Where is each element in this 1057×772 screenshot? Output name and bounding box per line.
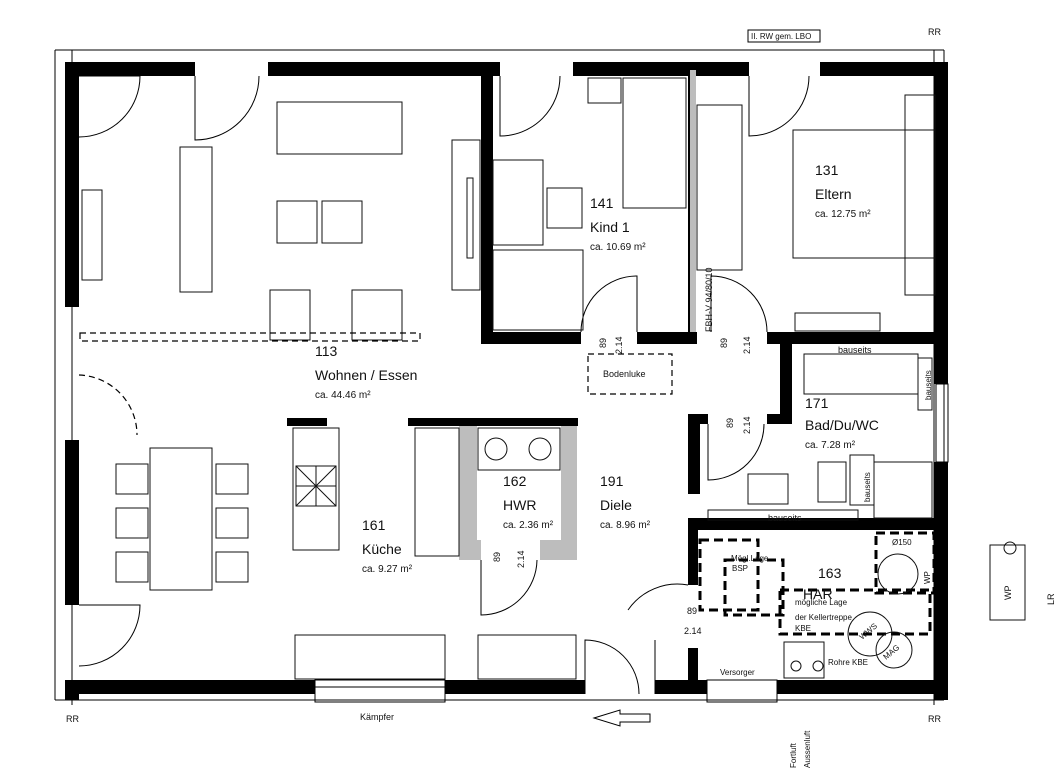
room-name: Eltern [815, 186, 852, 202]
room-161-label: 161 Küche ca. 9.27 m² [362, 517, 413, 575]
room-113-label: 113 Wohnen / Essen ca. 44.46 m² [315, 343, 417, 401]
lr-label: LR [1046, 593, 1056, 605]
door-dim-2: 89 2.14 [719, 336, 752, 354]
room-131-label: 131 Eltern ca. 12.75 m² [815, 162, 871, 220]
room-number: 163 [818, 565, 842, 581]
room-number: 161 [362, 517, 386, 533]
room-area: ca. 9.27 m² [362, 564, 413, 575]
bauseits-label-2: bauseits [768, 513, 802, 523]
furniture-bath [707, 353, 933, 521]
bsp-label: BSP [732, 564, 748, 573]
windows [314, 383, 949, 703]
mag-label: MAG [882, 643, 902, 662]
kaempfer-label: Kämpfer [360, 712, 394, 722]
rr-label-br: RR [928, 714, 941, 724]
technical-room [698, 531, 1026, 679]
door-dim-4: 89 2.14 [492, 550, 526, 568]
door-dim-1: 89 2.14 [598, 336, 624, 354]
rr-label-tr: RR [928, 27, 941, 37]
room-191-label: 191 Diele ca. 8.96 m² [600, 473, 651, 531]
room-name: HAR [803, 586, 833, 602]
bauseits-label-1: bauseits [838, 345, 872, 355]
door-dim-5: 89 2.14 [684, 606, 702, 636]
treppe-label-2: der Kellertreppe [795, 613, 852, 622]
furniture-bedrooms [492, 77, 936, 332]
room-name: Diele [600, 497, 632, 513]
room-number: 131 [815, 162, 839, 178]
room-163-label: 163 HAR [803, 565, 842, 602]
room-name: HWR [503, 497, 536, 513]
wp-label-outside: WP [1003, 586, 1013, 601]
room-number: 162 [503, 473, 527, 489]
room-area: ca. 44.46 m² [315, 390, 371, 401]
room-name: Küche [362, 541, 402, 557]
room-area: ca. 10.69 m² [590, 242, 646, 253]
rohre-label: Rohre KBE [828, 658, 868, 667]
door-height: 2.14 [742, 336, 752, 354]
hwr-appliances [477, 427, 561, 471]
door-width: 89 [719, 338, 729, 348]
interior-walls [287, 62, 948, 693]
room-162-label: 162 HWR ca. 2.36 m² [503, 473, 554, 531]
door-dim-3: 89 2.14 [725, 416, 752, 434]
rr-label-bl: RR [66, 714, 79, 724]
treppe-label-1: mögliche Lage [795, 598, 848, 607]
door-width: 89 [492, 552, 502, 562]
door-height: 2.14 [684, 626, 702, 636]
room-name: Bad/Du/WC [805, 417, 879, 433]
room-name: Wohnen / Essen [315, 367, 417, 383]
bauseits-label-4: bauseits [863, 472, 872, 502]
room-area: ca. 8.96 m² [600, 520, 651, 531]
room-141-label: 141 Kind 1 ca. 10.69 m² [590, 195, 646, 253]
wp-label-inside: WP [923, 571, 932, 584]
room-number: 171 [805, 395, 829, 411]
door-width: 89 [687, 606, 697, 616]
room-area: ca. 2.36 m² [503, 520, 554, 531]
door-height: 2.14 [516, 550, 526, 568]
entrance-arrow [592, 709, 651, 727]
furniture-living [79, 101, 481, 342]
room-number: 191 [600, 473, 624, 489]
room-171-label: 171 Bad/Du/WC ca. 7.28 m² [805, 395, 879, 451]
door-height: 2.14 [742, 416, 752, 434]
furniture-dining [115, 427, 577, 680]
room-name: Kind 1 [590, 219, 630, 235]
aussenluft-label: Aussenluft [803, 730, 812, 768]
kbe-label: KBE [795, 624, 811, 633]
moegl-lage-label: Mögl.Lage [731, 554, 769, 563]
fortluft-label: Fortluft [789, 742, 798, 768]
room-number: 141 [590, 195, 614, 211]
bodenluke-label: Bodenluke [603, 369, 646, 379]
versorger-label: Versorger [720, 668, 755, 677]
annotations: II. RW gem. LBO RR RR RR Bodenluke FBH-V… [66, 27, 1056, 768]
rw-label: II. RW gem. LBO [751, 32, 811, 41]
fbh-label: FBH-V 94/80/10 [704, 267, 714, 332]
door-width: 89 [598, 338, 608, 348]
room-number: 113 [315, 343, 338, 359]
door-width: 89 [725, 418, 735, 428]
room-area: ca. 7.28 m² [805, 440, 856, 451]
bauseits-label-3: bauseits [924, 370, 933, 400]
room-area: ca. 12.75 m² [815, 209, 871, 220]
wws-label: WWS [858, 622, 879, 642]
doors [78, 75, 810, 695]
door-dimensions: 89 2.14 89 2.14 89 2.14 89 2.14 89 2.14 [492, 336, 752, 636]
door-height: 2.14 [614, 336, 624, 354]
d150-label: Ø150 [892, 538, 912, 547]
